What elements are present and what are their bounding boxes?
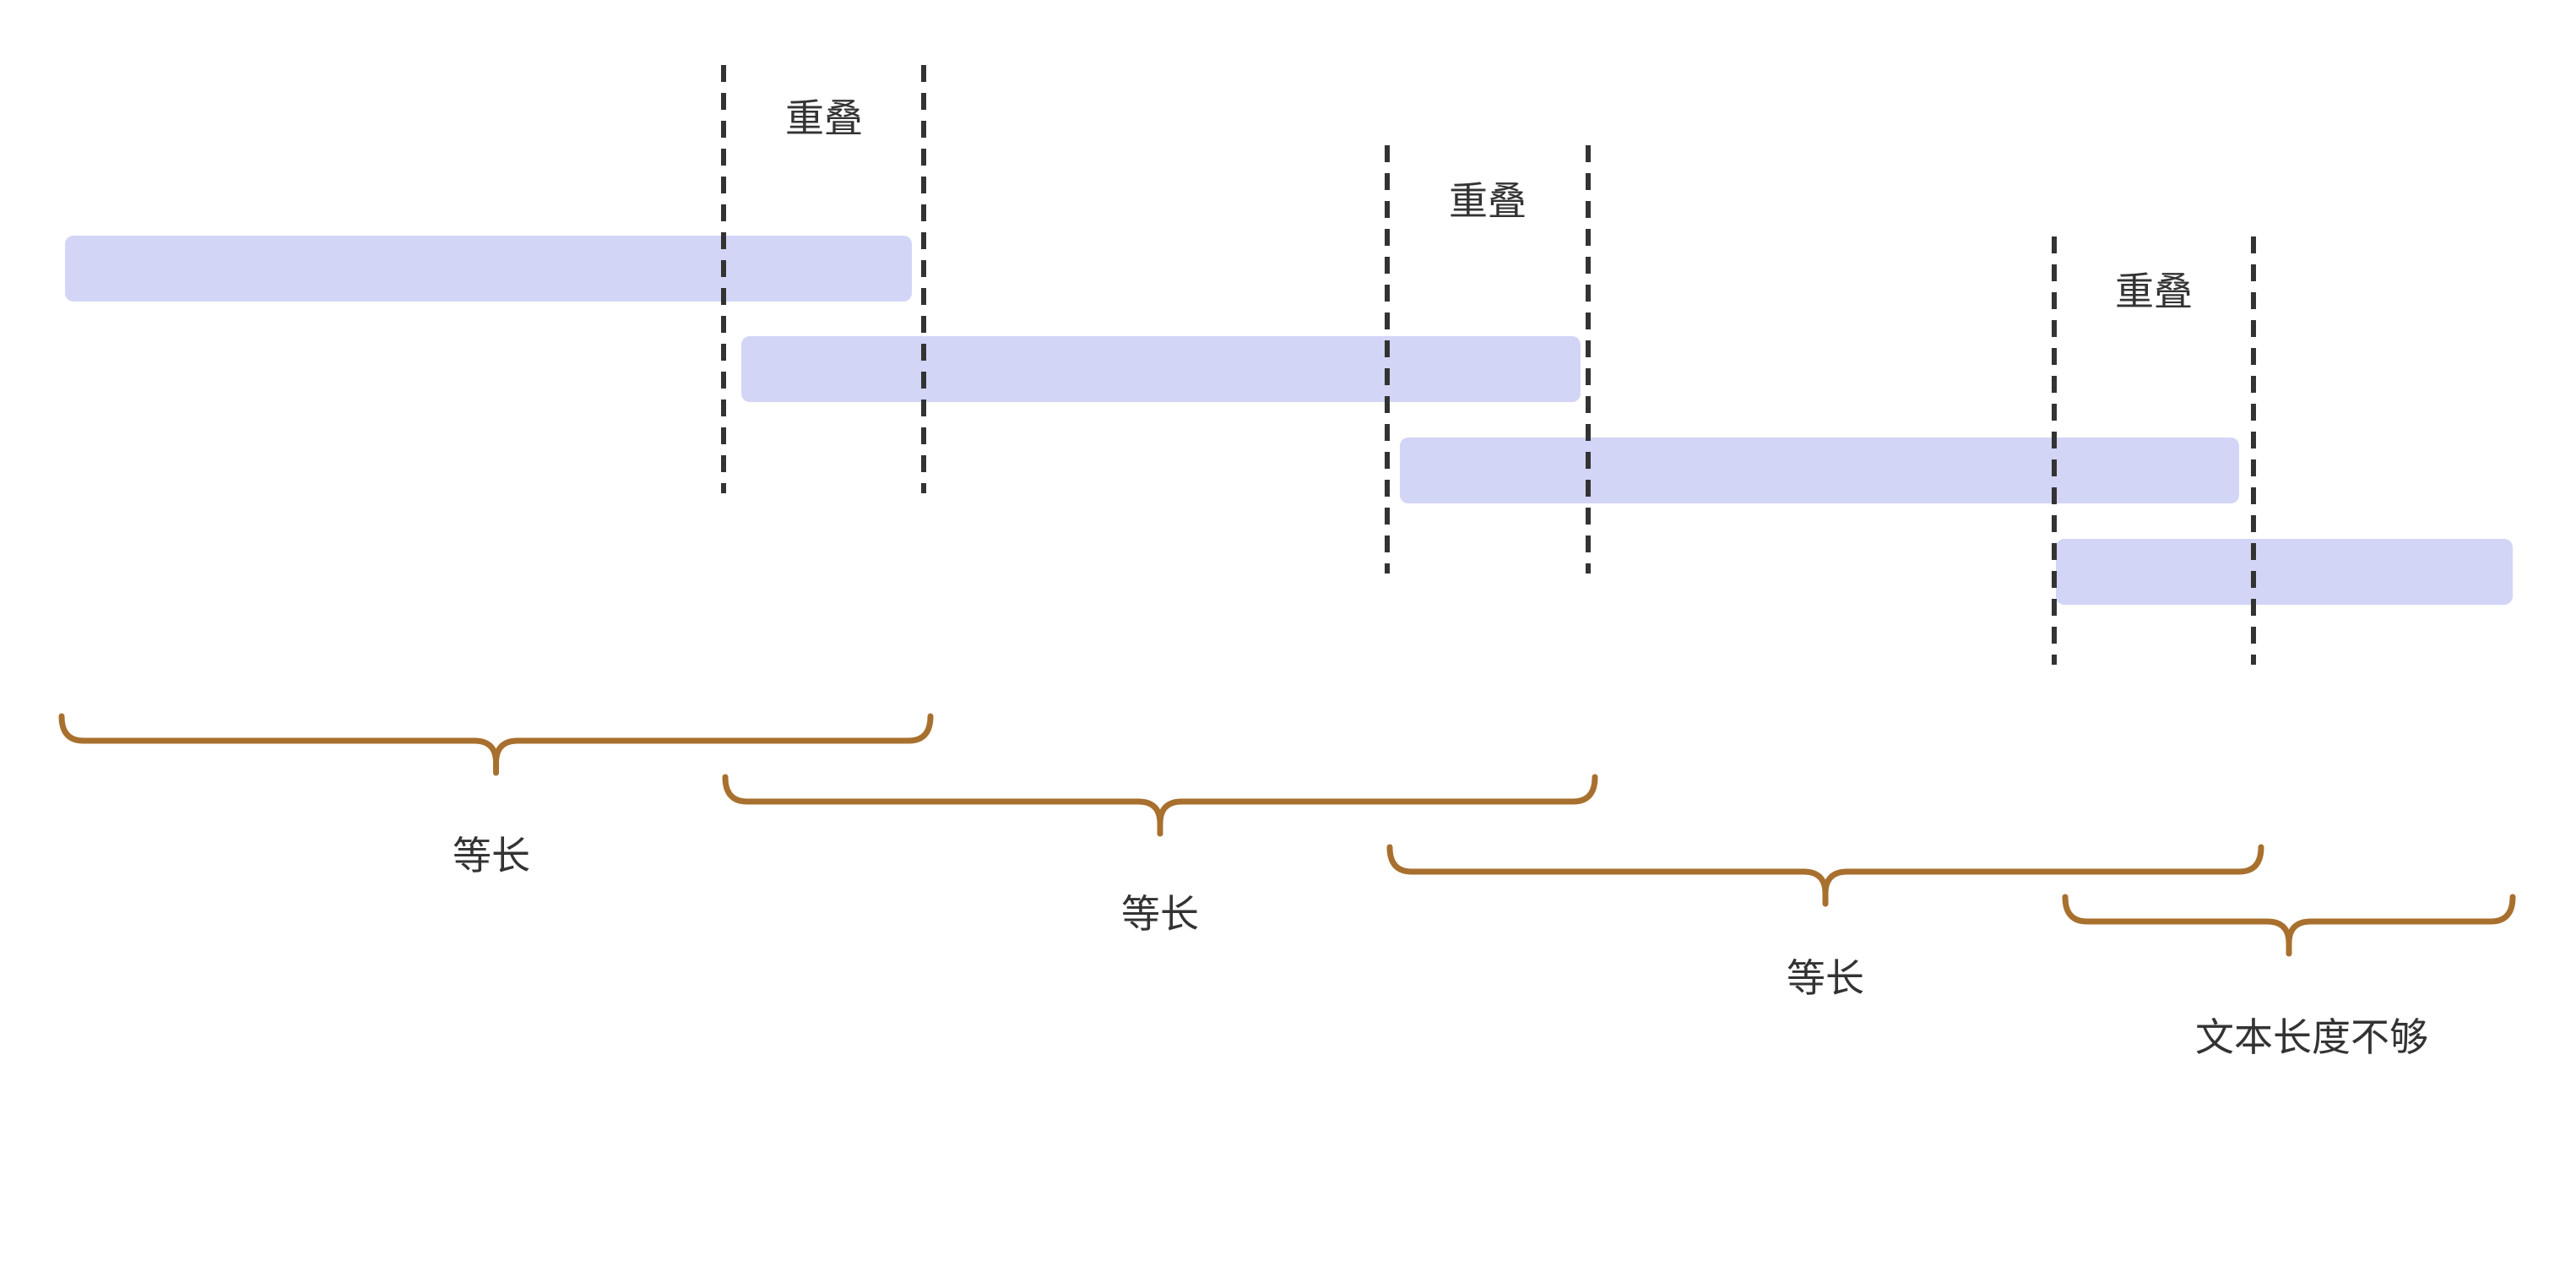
text-chunk-bar-2 bbox=[741, 336, 1581, 402]
overlap-right-dashed-line-3 bbox=[2251, 236, 2256, 665]
overlap-left-dashed-line-1 bbox=[721, 65, 726, 493]
overlap-label-3: 重叠 bbox=[2115, 269, 2193, 313]
brace-label-4: 文本长度不够 bbox=[2195, 1015, 2428, 1059]
length-brace-4 bbox=[2062, 894, 2516, 957]
brace-label-1: 等长 bbox=[453, 834, 530, 878]
overlap-label-1: 重叠 bbox=[785, 96, 863, 140]
overlap-left-dashed-line-2 bbox=[1385, 145, 1390, 573]
overlap-right-dashed-line-2 bbox=[1586, 145, 1591, 573]
brace-label-3: 等长 bbox=[1787, 956, 1864, 1000]
overlap-right-dashed-line-1 bbox=[921, 65, 926, 493]
brace-label-2: 等长 bbox=[1121, 892, 1199, 936]
text-chunk-bar-1 bbox=[65, 236, 912, 302]
text-chunk-bar-3 bbox=[1400, 438, 2239, 503]
length-brace-3 bbox=[1386, 844, 2264, 907]
overlap-label-2: 重叠 bbox=[1449, 179, 1527, 223]
text-chunk-bar-4 bbox=[2056, 539, 2513, 605]
overlap-left-dashed-line-3 bbox=[2052, 236, 2057, 665]
length-brace-2 bbox=[722, 774, 1598, 837]
length-brace-1 bbox=[58, 713, 934, 776]
